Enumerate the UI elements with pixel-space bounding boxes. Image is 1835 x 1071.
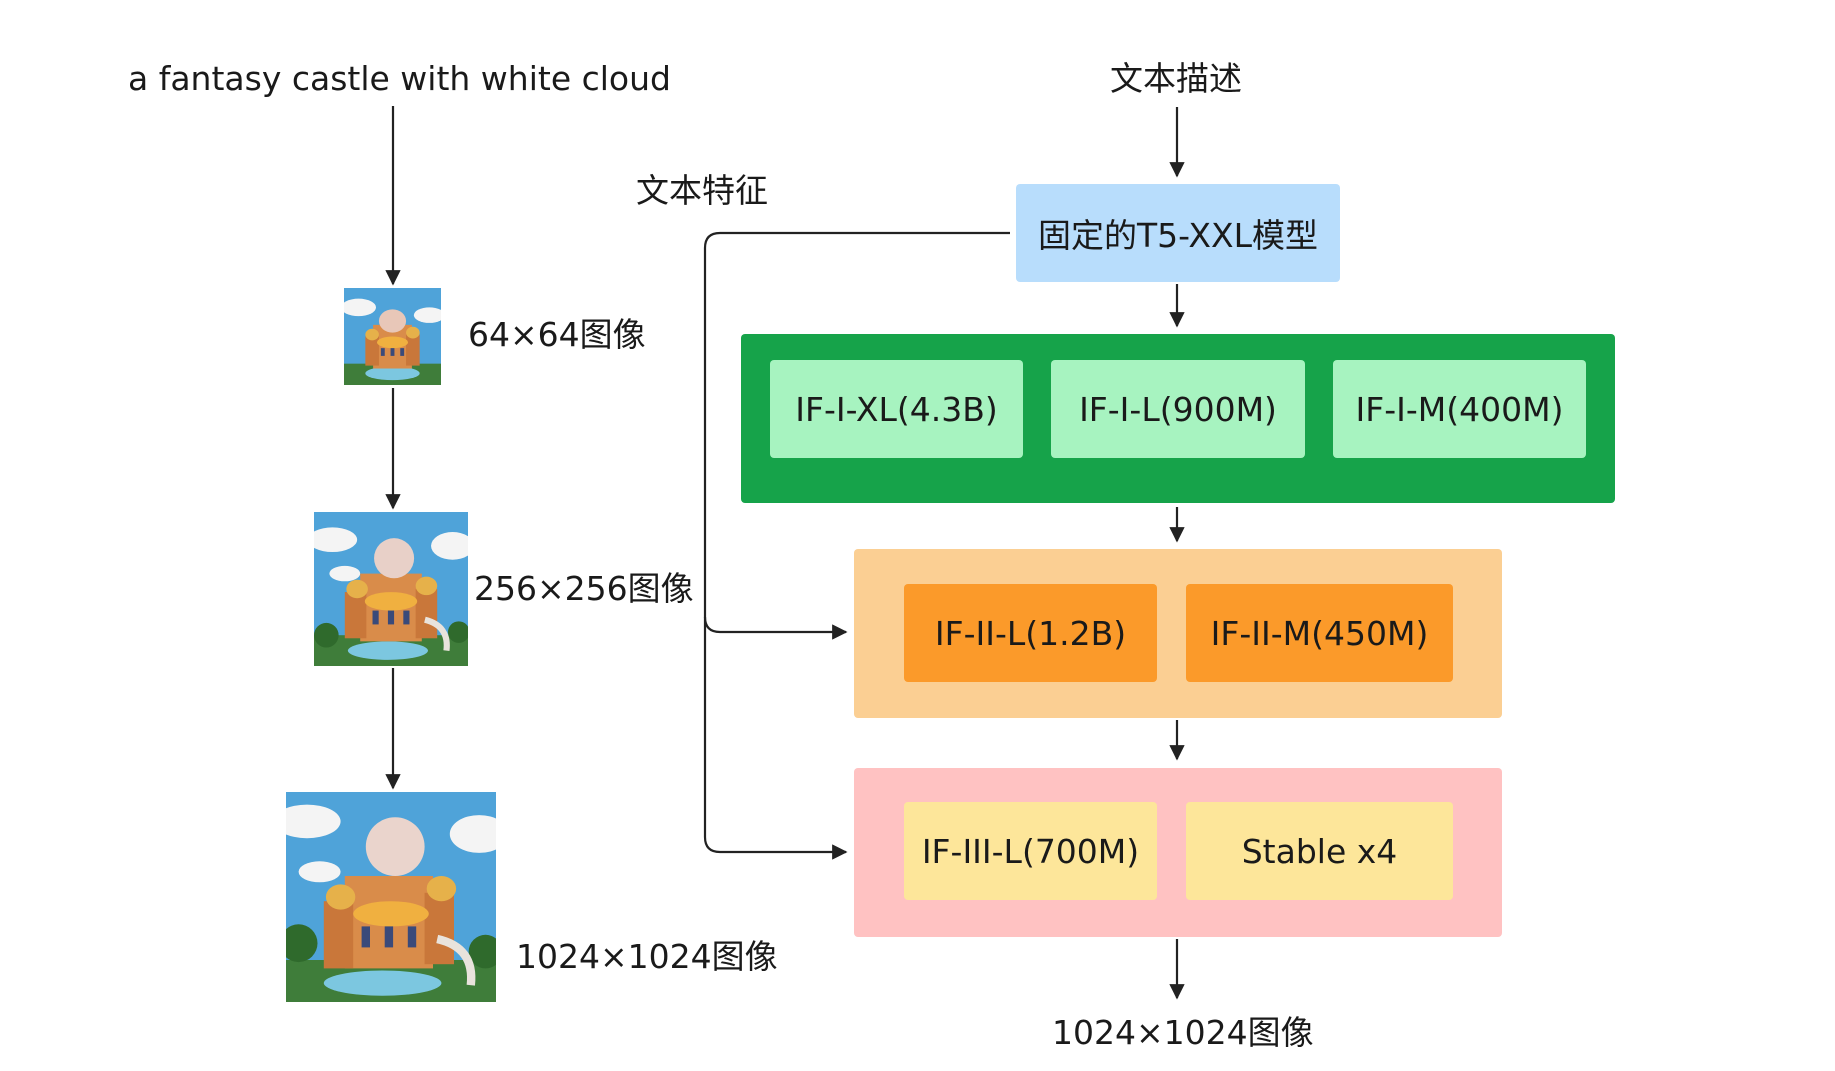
stage3-model-if-iii-l: IF-III-L(700M)	[904, 802, 1157, 900]
stage1-model-if-i-l: IF-I-L(900M)	[1051, 360, 1305, 458]
img1024-label: 1024×1024图像	[516, 937, 778, 976]
castle-image-1024	[286, 792, 496, 1002]
img256-label: 256×256图像	[474, 569, 694, 608]
text-feature-label: 文本特征	[636, 171, 768, 210]
text-feature-bracket	[703, 231, 1010, 860]
prompt-text: a fantasy castle with white cloud	[128, 59, 671, 98]
text-feature-branch	[703, 616, 848, 640]
stage2-model-if-ii-m: IF-II-M(450M)	[1186, 584, 1453, 682]
img64-label: 64×64图像	[468, 315, 646, 354]
output-image-label: 1024×1024图像	[1052, 1013, 1314, 1052]
castle-image-256	[314, 512, 468, 666]
stage2-model-if-ii-l: IF-II-L(1.2B)	[904, 584, 1157, 682]
stage3-model-stable-x4: Stable x4	[1186, 802, 1453, 900]
t5-xxl-model-box: 固定的T5-XXL模型	[1016, 184, 1340, 282]
castle-image-64	[344, 288, 441, 385]
text-description-label: 文本描述	[1110, 59, 1242, 98]
stage1-model-if-i-xl: IF-I-XL(4.3B)	[770, 360, 1023, 458]
stage1-model-if-i-m: IF-I-M(400M)	[1333, 360, 1586, 458]
